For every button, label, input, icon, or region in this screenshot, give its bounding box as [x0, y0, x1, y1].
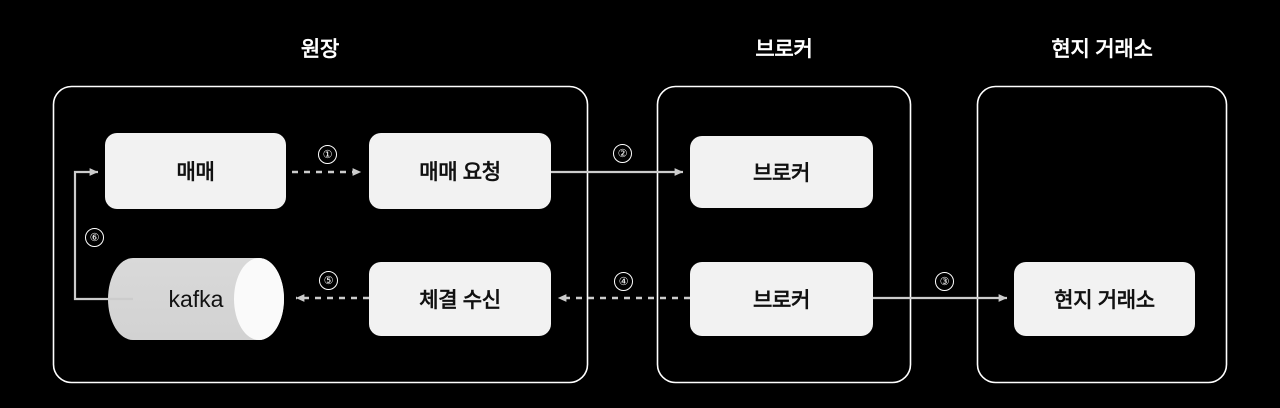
edge-2-badge: ②	[613, 144, 632, 163]
node-kafka[interactable]: kafka	[133, 258, 259, 340]
lane-container-exchange	[976, 85, 1228, 384]
node-trade[interactable]: 매매	[105, 133, 286, 209]
edge-4-badge: ④	[614, 272, 633, 291]
node-trade-request-label: 매매 요청	[419, 161, 501, 184]
node-fill-receive-label: 체결 수신	[419, 289, 501, 312]
node-broker-top[interactable]: 브로커	[690, 136, 873, 208]
edge-1-badge: ①	[318, 145, 337, 164]
kafka-cylinder-shape	[108, 258, 284, 340]
node-broker-top-label: 브로커	[752, 162, 811, 185]
node-broker-bottom-label: 브로커	[752, 289, 811, 312]
node-exchange-label: 현지 거래소	[1054, 289, 1155, 312]
node-broker-bottom[interactable]: 브로커	[690, 262, 873, 336]
lane-container-ledger	[52, 85, 589, 384]
node-exchange[interactable]: 현지 거래소	[1014, 262, 1195, 336]
edge-5-badge: ⑤	[319, 271, 338, 290]
lane-title-broker: 브로커	[755, 38, 813, 61]
edge-3-badge: ③	[935, 272, 954, 291]
node-trade-label: 매매	[176, 161, 215, 184]
lane-title-exchange: 현지 거래소	[1051, 38, 1153, 61]
edge-6-badge: ⑥	[85, 228, 104, 247]
edge-6-line	[73, 168, 133, 301]
node-fill-receive[interactable]: 체결 수신	[369, 262, 551, 336]
lane-title-ledger: 원장	[300, 38, 340, 61]
node-trade-request[interactable]: 매매 요청	[369, 133, 551, 209]
node-kafka-label: kafka	[168, 285, 224, 312]
lane-container-broker	[656, 85, 912, 384]
